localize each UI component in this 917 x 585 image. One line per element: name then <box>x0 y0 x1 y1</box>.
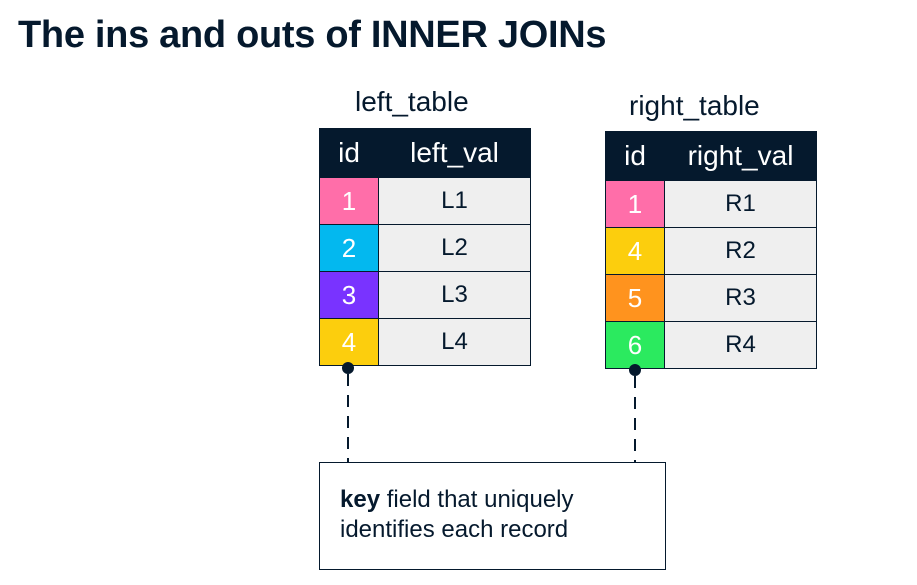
right-table-caption: right_table <box>629 90 760 121</box>
left-id-cell: 4 <box>319 318 379 366</box>
left-table-header-id: id <box>319 128 379 178</box>
left-val-cell: L2 <box>378 224 531 272</box>
left-key-dot <box>342 362 354 374</box>
callout-text: field that uniquely identifies each reco… <box>340 486 574 543</box>
table-row: 4 L4 <box>319 318 531 366</box>
key-field-callout: key field that uniquely identifies each … <box>319 462 666 570</box>
left-table: id left_val 1 L1 2 L2 3 L3 4 L4 <box>319 128 531 366</box>
table-row: 5 R3 <box>605 274 817 322</box>
right-id-cell: 1 <box>605 180 665 228</box>
table-row: 2 L2 <box>319 224 531 272</box>
left-id-cell: 2 <box>319 224 379 272</box>
table-row: 6 R4 <box>605 321 817 369</box>
table-row: 4 R2 <box>605 227 817 275</box>
right-table: id right_val 1 R1 4 R2 5 R3 6 R4 <box>605 131 817 369</box>
right-val-cell: R4 <box>664 321 817 369</box>
right-val-cell: R3 <box>664 274 817 322</box>
callout-keyword: key <box>340 486 381 513</box>
left-val-cell: L4 <box>378 318 531 366</box>
left-val-cell: L1 <box>378 177 531 225</box>
left-id-cell: 3 <box>319 271 379 319</box>
page-title: The ins and outs of INNER JOINs <box>18 14 607 56</box>
right-id-cell: 5 <box>605 274 665 322</box>
right-table-header-id: id <box>605 131 665 181</box>
left-table-caption: left_table <box>355 86 469 117</box>
table-row: 1 L1 <box>319 177 531 225</box>
left-table-header-val: left_val <box>378 128 531 178</box>
right-key-dot <box>629 364 641 376</box>
right-val-cell: R2 <box>664 227 817 275</box>
right-table-header-val: right_val <box>664 131 817 181</box>
